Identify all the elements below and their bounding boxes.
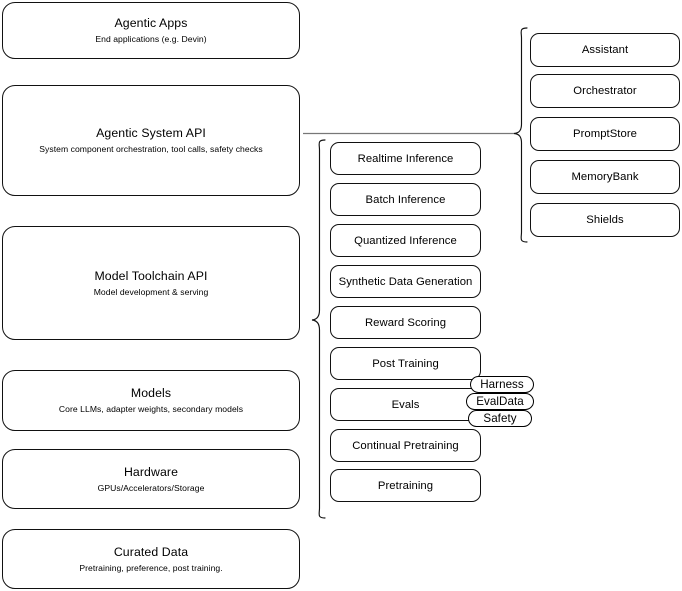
layer-title: Models	[130, 386, 172, 400]
layer-title: Agentic Apps	[114, 16, 188, 30]
layer-models[interactable]: Models Core LLMs, adapter weights, secon…	[2, 370, 300, 431]
layer-title: Curated Data	[113, 544, 189, 559]
layer-subtitle: System component orchestration, tool cal…	[39, 144, 263, 154]
layer-subtitle: Model development & serving	[93, 286, 209, 297]
layer-subtitle: End applications (e.g. Devin)	[95, 34, 207, 44]
component-quantized-inference[interactable]: Quantized Inference	[330, 224, 481, 257]
layer-hardware[interactable]: Hardware GPUs/Accelerators/Storage	[2, 449, 300, 509]
component-promptstore[interactable]: PromptStore	[530, 117, 680, 151]
badge-harness[interactable]: Harness	[470, 376, 534, 393]
component-reward-scoring[interactable]: Reward Scoring	[330, 306, 481, 339]
component-realtime-inference[interactable]: Realtime Inference	[330, 142, 481, 175]
layer-subtitle: Pretraining, preference, post training.	[79, 562, 223, 573]
component-continual-pretraining[interactable]: Continual Pretraining	[330, 429, 481, 462]
layer-subtitle: Core LLMs, adapter weights, secondary mo…	[58, 404, 244, 414]
layer-title: Hardware	[123, 464, 179, 479]
component-synthetic-data-generation[interactable]: Synthetic Data Generation	[330, 265, 481, 298]
component-post-training[interactable]: Post Training	[330, 347, 481, 380]
component-orchestrator[interactable]: Orchestrator	[530, 74, 680, 108]
layer-subtitle: GPUs/Accelerators/Storage	[97, 482, 205, 493]
badge-safety[interactable]: Safety	[468, 410, 532, 427]
layer-title: Model Toolchain API	[94, 268, 208, 283]
component-pretraining[interactable]: Pretraining	[330, 469, 481, 502]
layer-title: Agentic System API	[96, 126, 206, 140]
component-evals[interactable]: Evals	[330, 388, 481, 421]
component-shields[interactable]: Shields	[530, 203, 680, 237]
brace-toolchain	[311, 139, 326, 519]
layer-agentic-apps[interactable]: Agentic Apps End applications (e.g. Devi…	[2, 2, 300, 59]
badge-evaldata[interactable]: EvalData	[466, 393, 534, 410]
layer-curated-data[interactable]: Curated Data Pretraining, preference, po…	[2, 529, 300, 589]
component-memorybank[interactable]: MemoryBank	[530, 160, 680, 194]
component-batch-inference[interactable]: Batch Inference	[330, 183, 481, 216]
brace-system-components	[513, 27, 528, 243]
component-assistant[interactable]: Assistant	[530, 33, 680, 67]
layer-agentic-system-api[interactable]: Agentic System API System component orch…	[2, 85, 300, 196]
layer-model-toolchain-api[interactable]: Model Toolchain API Model development & …	[2, 226, 300, 340]
